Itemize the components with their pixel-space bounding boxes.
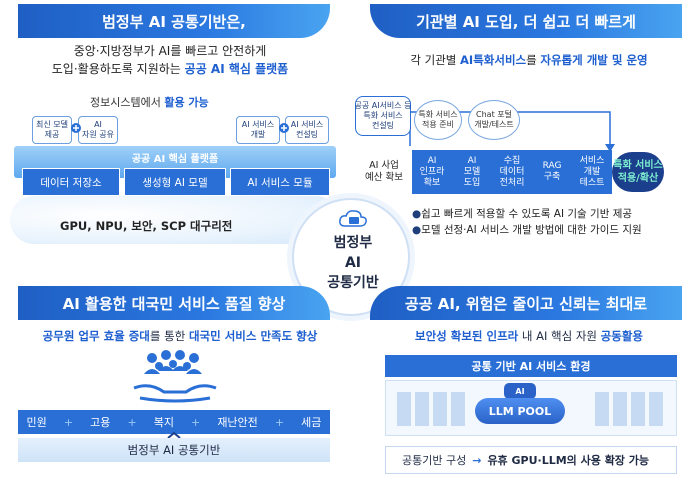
q1-box-ai-consult: AI 서비스 컨설팅 xyxy=(285,116,329,144)
q4-subtitle: 보안성 확보된 인프라 내 AI 핵심 자원 공동활용 xyxy=(374,328,684,344)
q1-title: 범정부 AI 공통기반은, xyxy=(102,12,246,31)
q3-sub-mid: 를 통한 xyxy=(149,329,189,343)
q1-module-data-store: 데이터 저장소 xyxy=(22,168,120,196)
q2-header: 기관별 AI 도입, 더 쉽고 더 빠르게 xyxy=(370,4,682,38)
q2-title: 기관별 AI 도입, 더 쉽고 더 빠르게 xyxy=(416,12,636,31)
q2-step-rag-label: RAG 구축 xyxy=(542,161,562,182)
q2-description: 각 기관별 AI특화서비스를 자유롭게 개발 및 운영 xyxy=(374,52,684,68)
q2-consult-badge: 공공 AI서비스 등 특화 서비스 컨설팅 xyxy=(354,96,412,136)
q1-desc-line2: 도입·활용하도록 지원하는 공공 AI 핵심 플랫폼 xyxy=(20,60,320,78)
q2-circle-chat-portal-label: Chat 포털 개발/테스트 xyxy=(474,110,514,129)
q1-connector-icon xyxy=(71,123,81,133)
q1-module-gen-ai: 생성형 AI 모델 xyxy=(124,168,226,196)
q1-desc-highlight: 공공 AI 핵심 플랫폼 xyxy=(184,62,289,76)
q4-title: 공공 AI, 위험은 줄이고 신뢰는 최대로 xyxy=(404,294,648,313)
q2-circle-prepare: 특화 서비스 적용 준비 xyxy=(414,100,462,140)
q3-sep-3: + xyxy=(191,415,201,429)
q2-step-service-label: 서비스 개발 테스트 xyxy=(579,155,605,188)
q3-subtitle: 공무원 업무 효율 증대를 통한 대국민 서비스 만족도 향상 xyxy=(20,328,340,344)
q1-description: 중앙·지방정부가 AI를 빠르고 안전하게 도입·활용하도록 지원하는 공공 A… xyxy=(20,42,320,78)
center-title-line2: AI xyxy=(344,255,362,271)
q1-box-latest-model: 최신 모델 제공 xyxy=(32,116,72,144)
q2-bullet-2: 모델 선정·AI 서비스 개발 방법에 대한 가이드 지원 xyxy=(412,222,642,237)
q4-bottom-line: 공통기반 구성 → 유휴 GPU·LLM의 사용 확장 가능 xyxy=(385,446,677,474)
q2-step-data: 수집 데이터 전처리 xyxy=(492,150,532,194)
q1-info-highlight: 활용 가능 xyxy=(164,96,209,109)
people-hands-icon xyxy=(133,350,217,403)
q3-base-bar: 범정부 AI 공통기반 xyxy=(18,438,330,462)
q2-desc-hl2: 자유롭게 개발 및 운영 xyxy=(540,53,648,67)
q1-desc-line2-text: 도입·활용하도록 지원하는 xyxy=(51,62,185,76)
robot-ai-icon: AI xyxy=(504,383,536,399)
q2-step-data-label: 수집 데이터 전처리 xyxy=(499,155,525,188)
server-racks-icon xyxy=(397,392,663,426)
q3-sub-hl2: 대국민 서비스 만족도 향상 xyxy=(188,329,318,343)
q3-service-disaster: 재난안전 xyxy=(217,416,258,429)
q2-step-model-label: AI 모델 도입 xyxy=(463,155,481,188)
q3-header: AI 활용한 대국민 서비스 품질 향상 xyxy=(18,286,330,320)
q1-info-text: 정보시스템에서 xyxy=(90,96,165,109)
q1-box-ai-consult-label: AI 서비스 컨설팅 xyxy=(290,120,324,139)
q2-bullet-1: 쉽고 빠르게 적용할 수 있도록 AI 기술 기반 제공 xyxy=(412,206,632,221)
q4-bottom-pre: 공통기반 구성 xyxy=(402,454,467,467)
q4-bottom-highlight: 유휴 GPU·LLM의 사용 확장 가능 xyxy=(487,454,650,467)
up-chevron-icon xyxy=(167,431,181,439)
q3-sep-2: + xyxy=(127,415,137,429)
q2-step-infra-label: AI 인프라 확보 xyxy=(419,155,445,188)
q1-box-latest-model-label: 최신 모델 제공 xyxy=(36,120,68,139)
q2-step-infra: AI 인프라 확보 xyxy=(412,150,452,194)
q4-header: 공공 AI, 위험은 줄이고 신뢰는 최대로 xyxy=(370,286,682,320)
q1-info-line: 정보시스템에서 활용 가능 xyxy=(90,94,209,110)
q3-sub-hl1: 공무원 업무 효율 증대 xyxy=(42,329,150,343)
q2-step-deploy: 특화 서비스 적용/확산 xyxy=(612,152,664,192)
q1-connector-icon-2 xyxy=(279,123,289,133)
q3-service-welfare: 복지 xyxy=(153,416,174,429)
q3-service-tax: 세금 xyxy=(301,416,322,429)
q1-header: 범정부 AI 공통기반은, xyxy=(18,4,330,38)
q1-infra-text: GPU, NPU, 보안, SCP 대구리전 xyxy=(60,219,233,233)
q2-desc-mid: 를 xyxy=(526,53,541,67)
q3-service-petition: 민원 xyxy=(26,416,47,429)
q2-step-model: AI 모델 도입 xyxy=(452,150,492,194)
q4-sub-hl1: 보안성 확보된 인프라 xyxy=(415,329,519,343)
cloud-ai-icon xyxy=(339,210,367,227)
q3-service-bar: 민원 + 고용 + 복지 + 재난안전 + 세금 xyxy=(18,410,330,434)
q4-env-header: 공통 기반 AI 서비스 환경 xyxy=(385,355,677,377)
q3-sep-1: + xyxy=(63,415,74,429)
q1-box-ai-share: AI 자원 공유 xyxy=(78,116,118,144)
q2-step-deploy-label: 특화 서비스 적용/확산 xyxy=(613,160,663,184)
robot-ai-icon-label: AI xyxy=(515,386,525,396)
q1-cloud-shape xyxy=(10,196,340,244)
q1-box-ai-dev: AI 서비스 개발 xyxy=(236,116,280,144)
q1-module-ai-service: AI 서비스 모듈 xyxy=(230,168,330,196)
q4-llm-pool: LLM POOL xyxy=(475,398,565,424)
q4-bottom-arrow: → xyxy=(472,453,482,467)
q4-sub-hl2: 공동활용 xyxy=(600,329,643,343)
q1-platform-label: 공공 AI 핵심 플랫폼 xyxy=(131,154,219,165)
q2-consult-badge-label: 공공 AI서비스 등 특화 서비스 컨설팅 xyxy=(354,101,412,130)
center-title-line1: 범정부 xyxy=(333,235,373,251)
q2-desc-hl1: AI특화서비스 xyxy=(460,53,527,67)
q4-sub-mid: 내 AI 핵심 자원 xyxy=(518,329,601,343)
q3-service-employment: 고용 xyxy=(90,416,111,429)
q2-circle-chat-portal: Chat 포털 개발/테스트 xyxy=(468,100,520,140)
q1-desc-line1: 중앙·지방정부가 AI를 빠르고 안전하게 xyxy=(73,44,267,58)
q2-budget-text: AI 사업 예산 확보 xyxy=(365,160,403,183)
q2-desc-pre: 각 기관별 xyxy=(410,53,461,67)
q3-title: AI 활용한 대국민 서비스 품질 향상 xyxy=(62,294,286,313)
q2-step-service: 서비스 개발 테스트 xyxy=(572,150,612,194)
q1-box-ai-dev-label: AI 서비스 개발 xyxy=(241,120,275,139)
q2-budget-label: AI 사업 예산 확보 xyxy=(360,160,408,184)
q2-step-rag: RAG 구축 xyxy=(532,150,572,194)
q2-circle-prepare-label: 특화 서비스 적용 준비 xyxy=(418,110,458,129)
center-title-line3: 공통기반 xyxy=(327,275,379,291)
q3-sep-4: + xyxy=(274,415,285,429)
q1-box-ai-share-label: AI 자원 공유 xyxy=(82,120,114,139)
